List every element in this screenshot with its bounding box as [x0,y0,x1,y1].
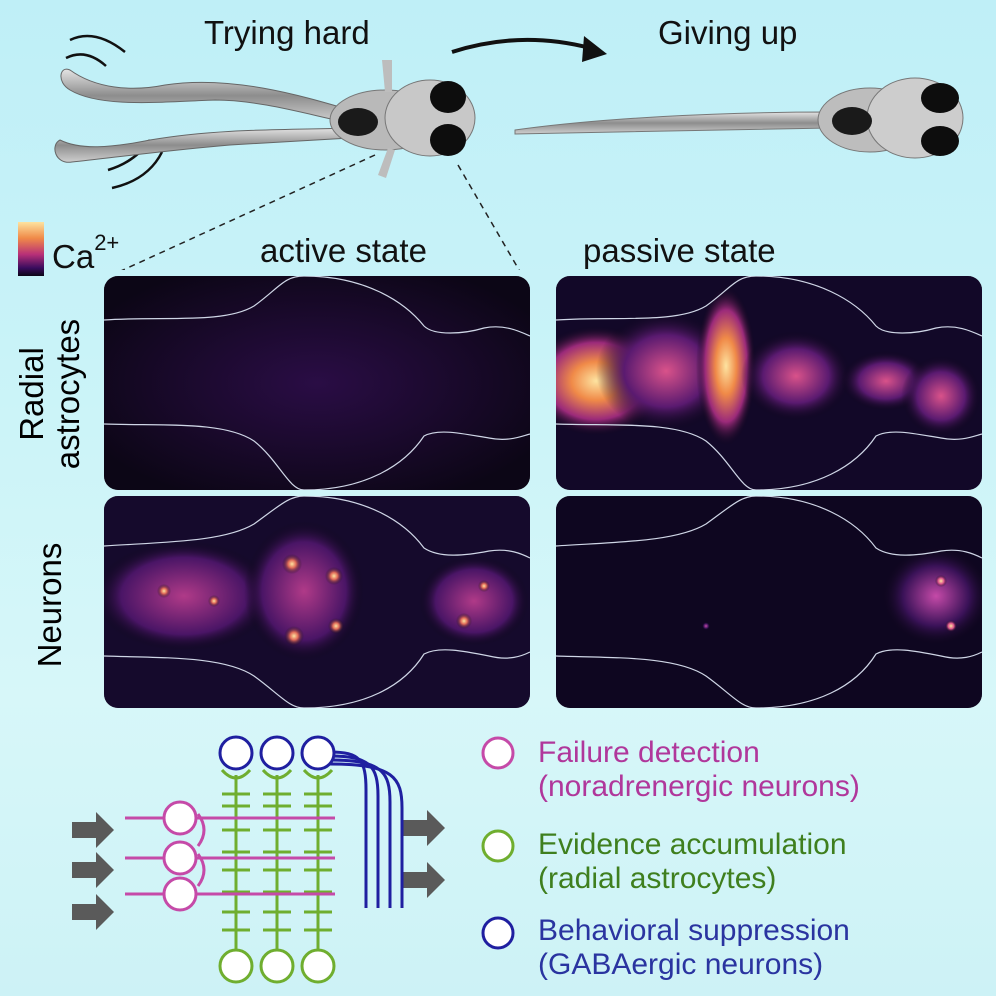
giving-up-label: Giving up [658,14,798,51]
row-label-line2: astrocytes [49,318,86,470]
legend-evidence-accumulation: Evidence accumulation (radial astrocytes… [538,828,847,896]
panel-astrocytes-active [104,276,530,490]
legend-evidence-line2: (radial astrocytes) [538,862,777,895]
legend-behavioral-suppression: Behavioral suppression (GABAergic neuron… [538,914,850,982]
radial-astrocytes-row-label: Radial astrocytes [13,304,86,484]
transition-arrow [451,37,591,54]
gaba-circles [218,735,336,771]
legend-failure-line2: (noradrenergic neurons) [538,770,860,803]
noradrenergic-circles [162,800,198,912]
colorbar-label: Ca2+ [52,230,119,276]
trying-hard-label: Trying hard [204,14,370,51]
calcium-colorbar [18,222,44,276]
active-fish [54,60,476,178]
colorbar-label-text: Ca [52,238,95,275]
panel-neurons-active [104,496,530,708]
neurons-row-label: Neurons [31,542,68,668]
legend-behavioral-line2: (GABAergic neurons) [538,948,824,981]
astrocyte-circles [218,948,336,984]
output-arrows [403,810,445,898]
passive-fish [514,77,964,159]
astrocyte-lines [220,768,334,950]
gaba-projections [329,750,404,908]
zebrafish-illustration [54,34,964,270]
zoom-lines [121,154,520,270]
panel-astrocytes-passive [556,276,982,490]
panel-neurons-passive [556,496,982,708]
active-state-heading: active state [260,232,427,269]
legend-circle-magenta [481,736,515,770]
input-arrows [72,812,114,930]
legend-circle-green [481,829,515,863]
legend-circle-blue [481,916,515,950]
passive-state-heading: passive state [583,232,776,269]
colorbar-superscript: 2+ [94,230,120,255]
legend-failure-line1: Failure detection [538,736,760,769]
legend-evidence-line1: Evidence accumulation [538,828,847,861]
motion-lines [65,34,164,190]
legend-failure-detection: Failure detection (noradrenergic neurons… [538,736,860,804]
row-label-line1: Radial [13,347,50,441]
noradrenergic-lines [125,813,335,896]
legend-behavioral-line1: Behavioral suppression [538,914,850,947]
